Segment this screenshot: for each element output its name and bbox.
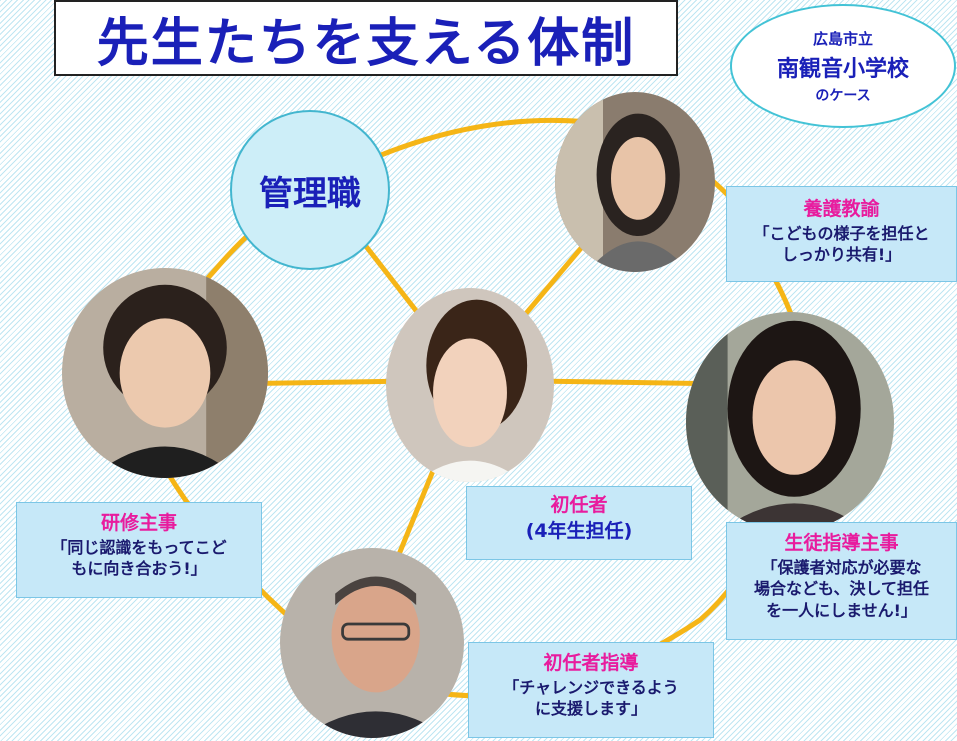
mentor-role: 初任者指導	[543, 652, 639, 674]
page-title: 先生たちを支える体制	[96, 13, 636, 74]
new-teacher-photo	[386, 288, 554, 482]
training-quote-line2: もに向き合おう!」	[71, 559, 207, 579]
training-quote-line1: 「同じ認識をもってこど	[51, 537, 227, 557]
nurse-role: 養護教諭	[803, 198, 880, 220]
nurse-label-box: 養護教諭 「こどもの様子を担任と しっかり共有!」	[726, 186, 957, 282]
new-teacher-sub: (4年生担任)	[525, 519, 633, 542]
training-label-box: 研修主事 「同じ認識をもってこど もに向き合おう!」	[16, 502, 262, 598]
guidance-role: 生徒指導主事	[784, 532, 899, 554]
nurse-quote-line1: 「こどもの様子を担任と	[753, 223, 930, 243]
nurse-quote-line2: しっかり共有!」	[781, 245, 902, 265]
training-role: 研修主事	[100, 512, 177, 534]
school-city: 広島市立	[812, 29, 873, 48]
admin-circle: 管理職	[230, 110, 390, 270]
guidance-quote-line3: を一人にしません!」	[766, 600, 917, 620]
guidance-quote-line1: 「保護者対応が必要な	[761, 557, 922, 577]
guidance-label-box: 生徒指導主事 「保護者対応が必要な 場合なども、決して担任 を一人にしません!」	[726, 522, 957, 640]
guidance-quote-line2: 場合なども、決して担任	[753, 579, 930, 599]
mentor-quote-line1: 「チャレンジできるよう	[503, 677, 679, 697]
mentor-quote-line2: に支援します」	[534, 699, 647, 719]
school-name: 南観音小学校	[776, 56, 909, 82]
mentor-label-box: 初任者指導 「チャレンジできるよう に支援します」	[468, 642, 714, 738]
admin-label: 管理職	[259, 173, 361, 214]
new-teacher-role: 初任者	[550, 494, 608, 516]
school-case: のケース	[815, 87, 871, 104]
school-badge: 広島市立 南観音小学校 のケース	[730, 4, 956, 128]
nurse-photo	[555, 92, 715, 272]
training-photo	[62, 268, 268, 478]
guidance-photo	[686, 312, 894, 532]
mentor-photo	[280, 548, 464, 738]
title-box: 先生たちを支える体制	[54, 0, 678, 76]
new-teacher-label-box: 初任者 (4年生担任)	[466, 486, 692, 560]
